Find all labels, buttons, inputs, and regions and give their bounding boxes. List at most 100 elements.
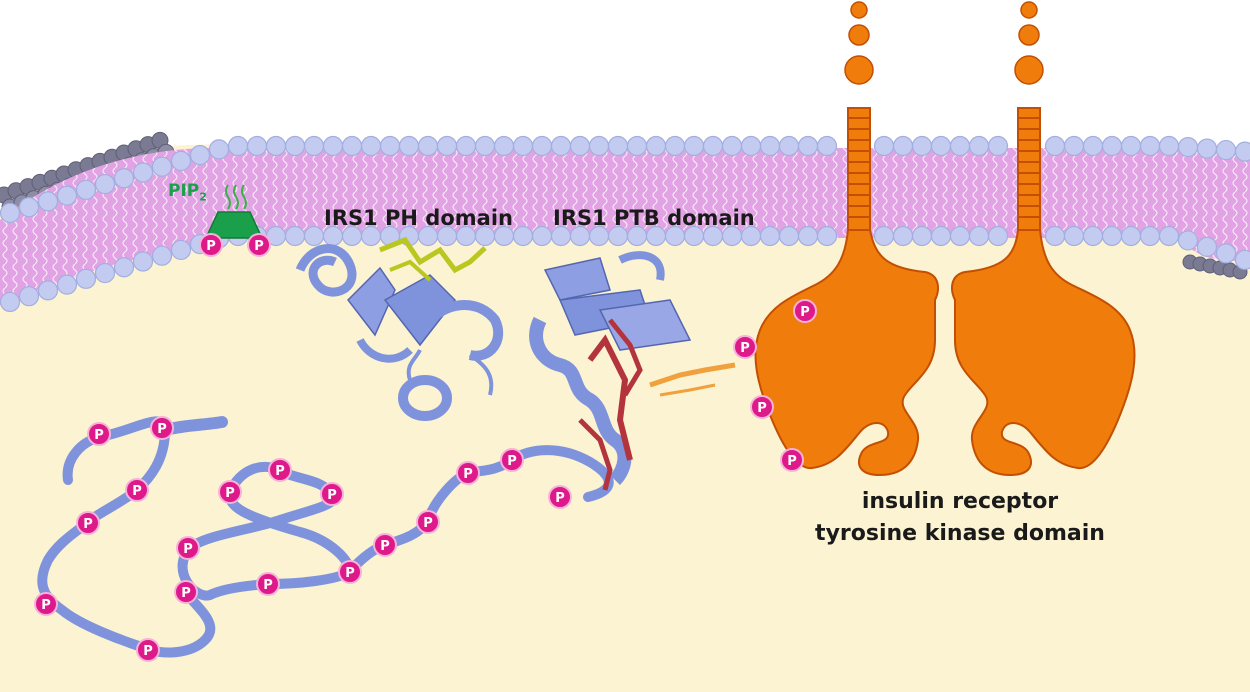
svg-text:P: P [183, 542, 193, 557]
svg-text:P: P [507, 454, 517, 469]
lipid-head [816, 135, 838, 157]
lipid-head [626, 135, 648, 157]
phosphate-icon: P [256, 572, 280, 596]
receptor-kinase-right [951, 229, 1136, 477]
phosphate-icon: P [218, 480, 242, 504]
phosphate-icon: P [174, 580, 198, 604]
lipid-head [778, 135, 800, 157]
steam-icon [225, 184, 247, 210]
lipid-head [1158, 135, 1180, 157]
lipid-head [816, 225, 838, 247]
phosphate-icon: P [247, 233, 271, 257]
svg-text:P: P [787, 454, 797, 469]
lipid-head [455, 135, 477, 157]
lipid-head [531, 225, 553, 247]
svg-text:P: P [380, 539, 390, 554]
phosphate-icon: P [750, 395, 774, 419]
phosphate-icon: P [176, 536, 200, 560]
lipid-head [170, 150, 192, 172]
svg-text:P: P [345, 566, 355, 581]
svg-text:P: P [132, 484, 142, 499]
lipid-head [949, 135, 971, 157]
lipid-head [303, 135, 325, 157]
svg-text:P: P [275, 464, 285, 479]
lipid-head [968, 225, 990, 247]
lipid-head [360, 135, 382, 157]
svg-text:P: P [263, 578, 273, 593]
lipid-head [607, 135, 629, 157]
pip2-label: PIP2 [168, 181, 207, 204]
lipid-head [0, 291, 21, 313]
lipid-head [1044, 135, 1066, 157]
svg-text:P: P [463, 467, 473, 482]
receptor-tm-left [847, 107, 871, 234]
phosphate-icon: P [338, 560, 362, 584]
membrane-tail-waves [0, 148, 1250, 305]
lipid-head [930, 135, 952, 157]
lipid-head [1082, 225, 1104, 247]
lipid-head [227, 135, 249, 157]
lipid-head [1120, 225, 1142, 247]
lipid-head [1196, 236, 1218, 257]
lipid-head [56, 274, 78, 295]
lipid-head [1101, 225, 1123, 247]
lipid-head [37, 191, 59, 212]
lipid-head [873, 225, 895, 247]
lipid-head [189, 145, 211, 166]
lipid-head [949, 225, 971, 247]
lipid-head [759, 225, 781, 247]
lipid-head [721, 135, 743, 157]
lipid-head [208, 139, 230, 160]
lipid-head [588, 135, 610, 157]
lipid-head [37, 280, 59, 301]
lipid-head [265, 135, 287, 157]
lipid-head [569, 135, 591, 157]
lipid-head [911, 135, 933, 157]
phosphate-icon: P [733, 335, 757, 359]
lipid-head [1177, 136, 1199, 158]
ph-domain-label: IRS1 PH domain [324, 206, 513, 230]
lipid-head [1215, 243, 1237, 264]
lipid-head [1120, 135, 1142, 157]
lipid-head [987, 135, 1009, 157]
lipid-head [113, 257, 135, 278]
phosphate-icon: P [780, 448, 804, 472]
svg-text:P: P [225, 486, 235, 501]
phosphate-icon: P [150, 416, 174, 440]
lipid-head [1139, 225, 1161, 247]
phosphate-icon: P [34, 592, 58, 616]
svg-text:P: P [740, 341, 750, 356]
lipid-head [1082, 135, 1104, 157]
svg-text:P: P [327, 488, 337, 503]
lipid-head [170, 239, 192, 261]
ptb-domain-label: IRS1 PTB domain [553, 206, 755, 230]
lipid-head [740, 135, 762, 157]
lipid-head [94, 262, 116, 284]
lipid-head [151, 245, 173, 266]
lipid-head [1044, 225, 1066, 247]
phosphate-icon: P [500, 448, 524, 472]
lipid-head [398, 135, 420, 157]
phosphate-icon: P [793, 299, 817, 323]
phosphate-icon: P [87, 422, 111, 446]
phosphate-icon: P [136, 638, 160, 662]
lipid-head [797, 225, 819, 247]
lipid-head [512, 225, 534, 247]
insulin-receptor [754, 1, 1136, 477]
lipid-head [968, 135, 990, 157]
lipid-head [778, 225, 800, 247]
phosphate-icon: P [320, 482, 344, 506]
lipid-head [1177, 230, 1199, 251]
receptor-bead [848, 24, 870, 46]
lipid-head [132, 251, 154, 272]
lipid-head [113, 168, 135, 189]
lipid-head [1063, 225, 1085, 247]
svg-text:P: P [757, 401, 767, 416]
lipid-head [75, 179, 97, 200]
lipid-head [1234, 249, 1250, 270]
lipid-head [94, 173, 116, 195]
lipid-head [436, 135, 458, 157]
lipid-head [417, 135, 439, 157]
lipid-head [1234, 141, 1250, 162]
